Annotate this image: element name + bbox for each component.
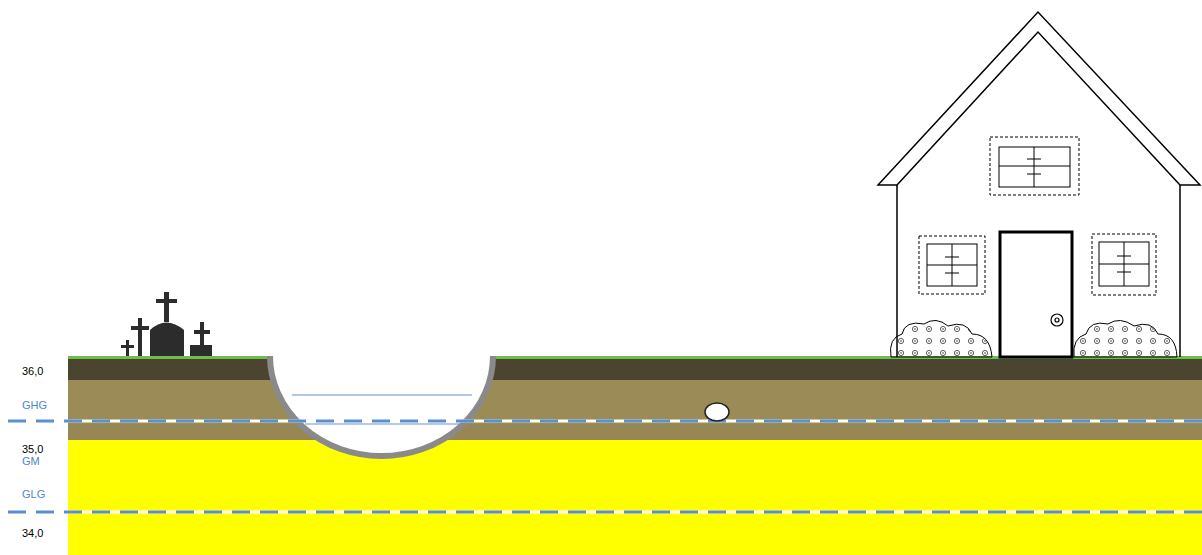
clay-layer bbox=[68, 378, 1202, 440]
clay-band bbox=[68, 424, 1202, 440]
glg-line bbox=[8, 511, 1202, 514]
ditch-wall bbox=[270, 356, 493, 456]
level-value: 35,0 bbox=[22, 443, 43, 455]
level-code: GLG bbox=[22, 488, 45, 500]
house bbox=[878, 12, 1200, 357]
ghg-line bbox=[8, 420, 1202, 423]
level-value: 34,0 bbox=[22, 527, 43, 539]
ghg-line-base bbox=[8, 420, 1202, 423]
ditch-cut bbox=[270, 356, 493, 456]
level-code: GHG bbox=[22, 399, 47, 411]
level-code: GM bbox=[22, 455, 40, 467]
water-level-mid bbox=[305, 423, 459, 424]
sand-layer bbox=[68, 440, 1202, 555]
topsoil-layer bbox=[68, 359, 1202, 380]
water-level-high bbox=[292, 394, 472, 395]
measure-point bbox=[705, 403, 729, 421]
cemetery bbox=[121, 292, 212, 356]
glg-line-base bbox=[8, 511, 1202, 514]
level-value: 36,0 bbox=[22, 365, 43, 377]
